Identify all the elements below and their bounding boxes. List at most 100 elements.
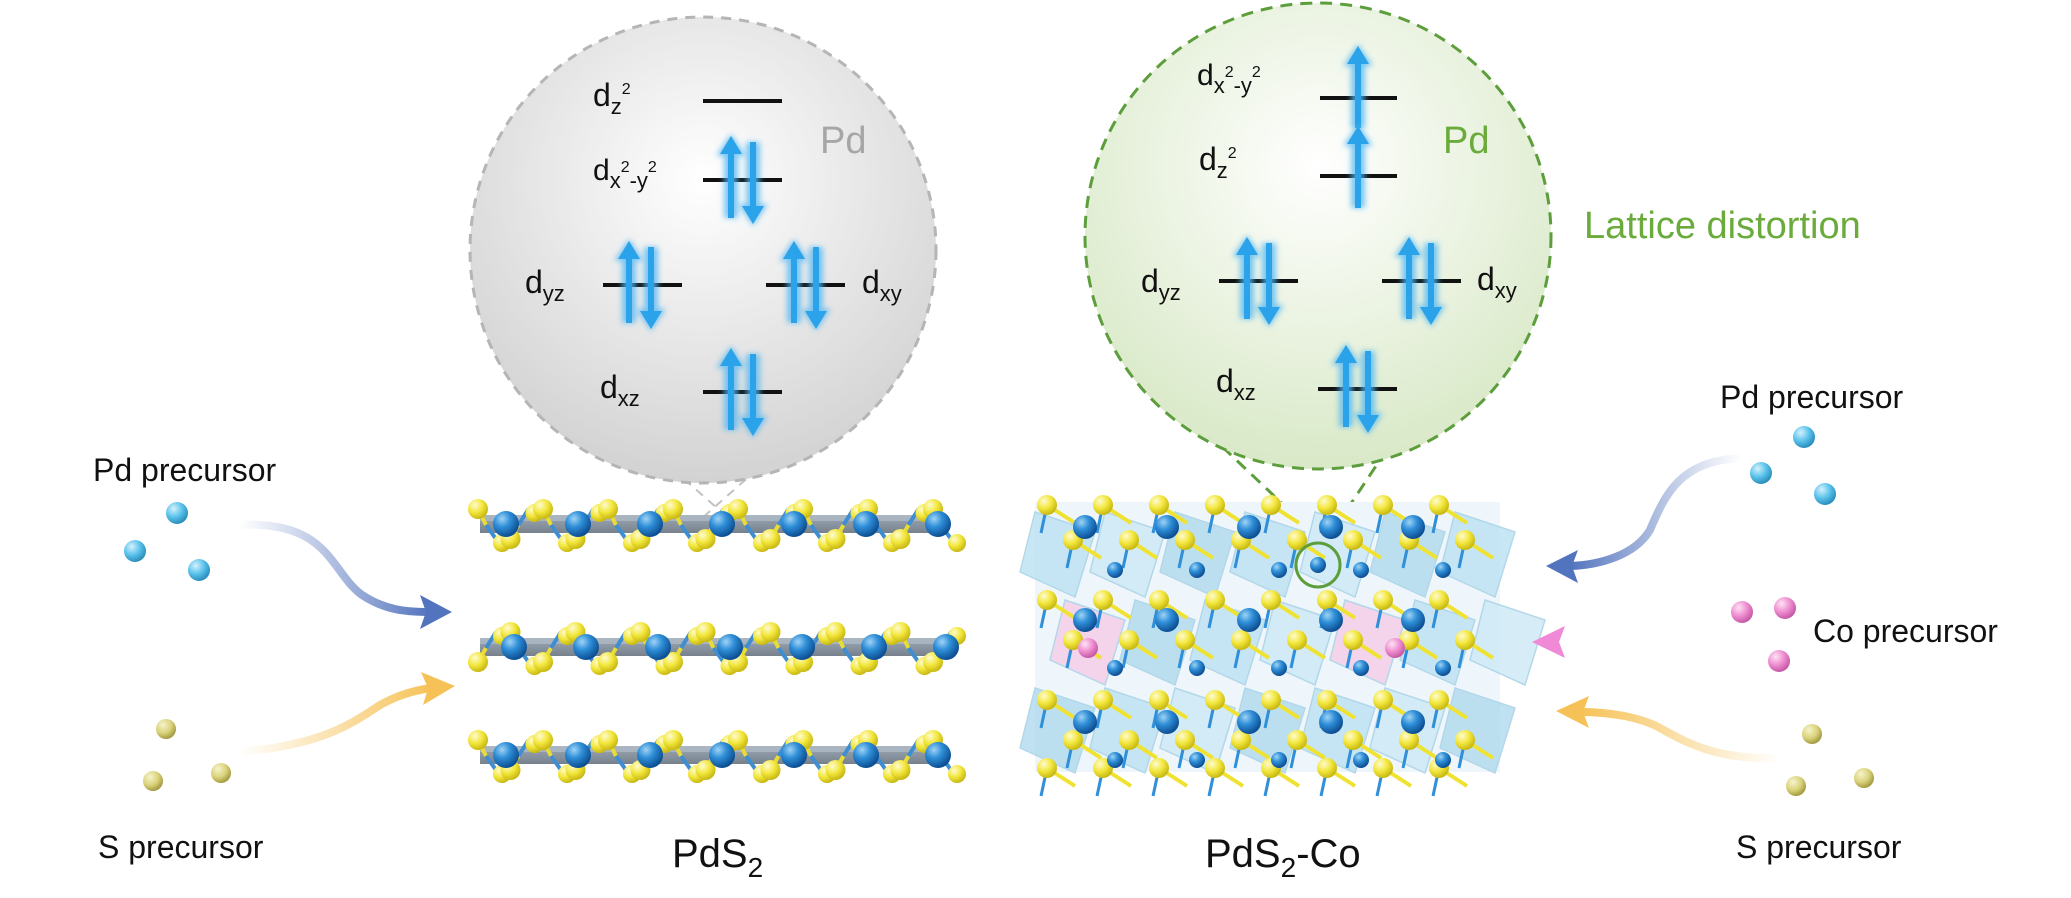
s-atom-icon [1205, 758, 1225, 778]
s-atom-icon [1429, 690, 1449, 710]
s-atom-icon [1175, 630, 1195, 650]
co-atom-icon [1385, 638, 1405, 658]
s-atom-icon [948, 765, 966, 783]
pd-atom-icon [853, 511, 879, 537]
pd-atom-icon [1237, 608, 1261, 632]
right-inset-circle [1083, 1, 1553, 471]
s-atom-icon [1261, 690, 1281, 710]
right-pd-precursor-atoms [1750, 426, 1836, 505]
left-inset-element: Pd [820, 120, 866, 162]
s-atom-icon [695, 622, 716, 642]
pds2-layer [468, 730, 966, 783]
pd-atom-icon [1750, 462, 1772, 484]
left-precursors: Pd precursor S precursor [93, 452, 455, 865]
s-atom-icon [1287, 530, 1307, 550]
right-co-precursor-label: Co precursor [1813, 613, 1998, 649]
pd-atom-icon [1237, 710, 1261, 734]
pd-atom-icon [789, 634, 815, 660]
s-atom-icon [1373, 690, 1393, 710]
s-atom-icon [533, 730, 553, 750]
svg-text:dx2-y2: dx2-y2 [593, 154, 657, 193]
svg-text:dxy: dxy [1477, 261, 1517, 303]
s-atom-icon [728, 730, 748, 750]
s-atom-icon [1093, 690, 1113, 710]
pds2-layer [468, 499, 966, 552]
pd-atom-icon [1189, 562, 1205, 578]
left-orbital-dxz: dxz [600, 346, 782, 438]
s-atom-icon [948, 534, 966, 552]
pd-atom-icon [709, 742, 735, 768]
s-atom-icon [1037, 758, 1057, 778]
svg-text:dxz: dxz [600, 369, 640, 411]
s-atom-icon [533, 499, 553, 519]
right-orbital-dz2: dz2 [1199, 124, 1397, 208]
left-pd-precursor-label: Pd precursor [93, 452, 277, 488]
pds2-co-structure [1019, 495, 1546, 797]
s-atom-icon [1854, 768, 1874, 788]
pd-atom-icon [1401, 710, 1425, 734]
s-atom-icon [1093, 495, 1113, 515]
s-atom-icon [630, 622, 651, 642]
lattice-distortion-label: Lattice distortion [1584, 205, 1861, 247]
s-atom-icon [825, 760, 846, 780]
svg-text:dx2-y2: dx2-y2 [1197, 59, 1261, 98]
co-atom-icon [1774, 597, 1796, 619]
pd-atom-icon [861, 634, 887, 660]
s-atom-icon [1429, 590, 1449, 610]
s-atom-icon [1231, 730, 1251, 750]
s-atom-icon [1373, 758, 1393, 778]
pd-atom-icon [1189, 660, 1205, 676]
s-atom-icon [598, 652, 618, 672]
pd-atom-icon [781, 742, 807, 768]
right-orbital-dxy: dxy [1382, 235, 1517, 327]
s-atom-icon [663, 730, 683, 750]
pd-atom-icon [1401, 608, 1425, 632]
s-atom-icon [1149, 495, 1169, 515]
s-atom-icon [1287, 630, 1307, 650]
s-atom-icon [533, 652, 553, 672]
pd-atom-icon [1319, 608, 1343, 632]
pd-atom-icon [1401, 515, 1425, 539]
s-atom-icon [1261, 495, 1281, 515]
s-atom-icon [1119, 630, 1139, 650]
s-atom-icon [1343, 730, 1363, 750]
right-orbital-dx2y2: dx2-y2 [1197, 44, 1397, 128]
s-atom-icon [1373, 495, 1393, 515]
distorted-pd-highlight [1294, 541, 1342, 589]
s-atom-icon [468, 730, 488, 750]
left-orbital-dxy: dxy [766, 239, 902, 331]
pd-atom-icon [637, 511, 663, 537]
s-atom-icon [1373, 590, 1393, 610]
s-atom-icon [1037, 495, 1057, 515]
pd-atom-icon [493, 511, 519, 537]
pd-atom-icon [933, 634, 959, 660]
pd-atom-icon [1237, 515, 1261, 539]
s-atom-icon [468, 652, 488, 672]
left-orbital-dz2: dz2 [593, 77, 782, 119]
pd-atom-icon [1107, 660, 1123, 676]
right-co-precursor-atoms [1731, 597, 1796, 672]
pds2-structure [468, 499, 966, 783]
pd-atom-icon [1435, 752, 1451, 768]
pd-atom-icon [1271, 752, 1287, 768]
s-atom-icon [1399, 730, 1419, 750]
left-orbital-inset: Pd dz2 dx2-y2 dyz [468, 15, 938, 521]
svg-text:dxy: dxy [862, 264, 902, 306]
right-co-arrow [1532, 626, 1774, 658]
left-inset-circle [468, 15, 938, 485]
s-atom-icon [1317, 495, 1337, 515]
pd-atom-icon [853, 742, 879, 768]
pd-atom-icon [1107, 562, 1123, 578]
pd-atom-icon [1353, 562, 1369, 578]
s-atom-icon [890, 622, 911, 642]
right-orbital-dxz: dxz [1216, 343, 1397, 435]
left-s-arrow [236, 672, 455, 756]
co-atom-icon [1768, 650, 1790, 672]
s-atom-icon [1149, 758, 1169, 778]
left-pd-arrow [234, 520, 452, 629]
pds2-layer [468, 622, 966, 675]
s-atom-icon [1119, 730, 1139, 750]
s-atom-icon [728, 499, 748, 519]
pd-atom-icon [1073, 710, 1097, 734]
